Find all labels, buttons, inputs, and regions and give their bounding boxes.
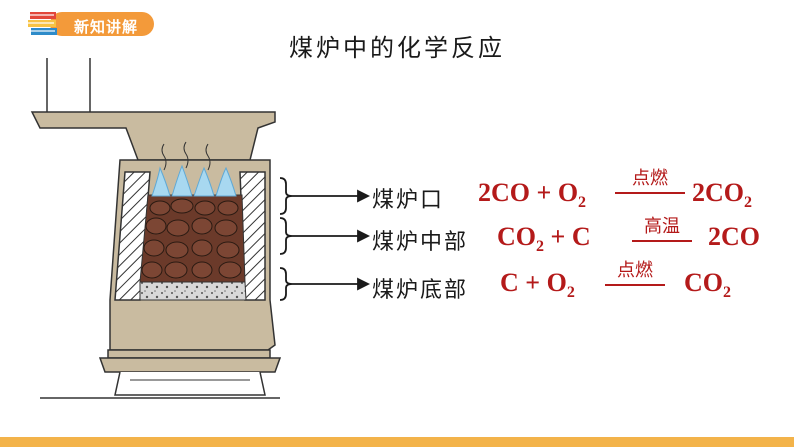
- eq3-sub: 2: [566, 284, 575, 301]
- eq1-product-main: 2CO: [692, 178, 744, 207]
- eq1-main: 2CO + O: [478, 178, 579, 207]
- label-stove-middle: 煤炉中部: [372, 230, 469, 255]
- section-badge: 新知讲解: [26, 8, 154, 40]
- eq3-product-main: CO: [684, 268, 723, 297]
- eq2-sub: 2: [536, 238, 544, 255]
- eq2-tail: + C: [544, 222, 591, 251]
- label-stove-mouth: 煤炉口: [372, 188, 445, 213]
- eq1-product-sub: 2: [744, 194, 752, 211]
- equation-2-reactants: CO2 + C: [497, 222, 591, 256]
- eq3-product-sub: 2: [723, 284, 731, 301]
- eq3-main: C + O: [500, 268, 567, 297]
- badge-label: 新知讲解: [74, 18, 139, 36]
- eq2-main: CO: [497, 222, 536, 251]
- equation-1-reactants: 2CO + O2: [478, 178, 586, 212]
- page-title: 煤炉中的化学反应: [289, 34, 505, 62]
- condition-ignite-3: 点燃: [617, 260, 653, 281]
- footer-bar: [0, 437, 794, 447]
- equation-1-product: 2CO2: [692, 178, 752, 212]
- eq1-sub: 2: [578, 194, 587, 211]
- books-icon: [28, 12, 57, 35]
- condition-line-2: [632, 240, 692, 242]
- equation-2-product: 2CO: [708, 222, 760, 251]
- equation-3-product: CO2: [684, 268, 731, 302]
- condition-high-temp: 高温: [644, 216, 680, 237]
- condition-line-1: [615, 192, 685, 194]
- condition-line-3: [605, 284, 665, 286]
- equation-3-reactants: C + O2: [500, 268, 575, 302]
- label-stove-bottom: 煤炉底部: [372, 278, 469, 303]
- badge-pill: [50, 12, 154, 36]
- condition-ignite-1: 点燃: [632, 168, 668, 189]
